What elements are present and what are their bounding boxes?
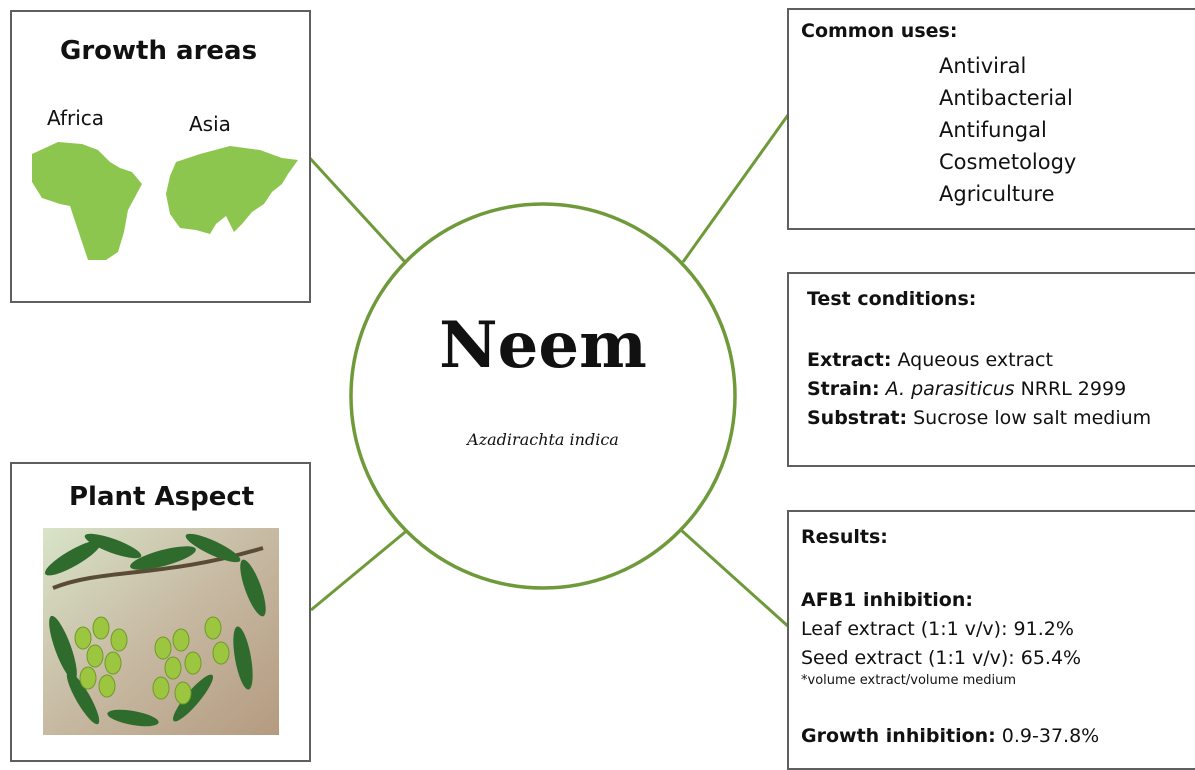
test-conditions-box: Test conditions: Extract: Aqueous extrac…: [787, 272, 1195, 467]
strain-species: A. parasiticus: [879, 378, 1015, 400]
substrate-value: Sucrose low salt medium: [907, 407, 1152, 429]
growth-map: [32, 142, 298, 260]
africa-map-shape: [32, 142, 142, 260]
substrate-label: Substrat:: [807, 407, 908, 429]
use-item: Antifungal: [939, 118, 1047, 142]
connector-plant-aspect: [310, 526, 411, 612]
use-item: Agriculture: [939, 182, 1055, 206]
use-item: Antiviral: [939, 54, 1027, 78]
results-title: Results:: [801, 526, 888, 548]
seed-extract-result: Seed extract (1:1 v/v): 65.4%: [801, 647, 1082, 669]
afb1-section: AFB1 inhibition: Leaf extract (1:1 v/v):…: [801, 586, 1081, 688]
volume-footnote: *volume extract/volume medium: [801, 673, 1017, 688]
connector-common-uses: [681, 114, 790, 263]
test-conditions-details: Extract: Aqueous extract Strain: A. para…: [807, 346, 1151, 433]
region-label-africa: Africa: [47, 106, 105, 130]
growth-inhibition-line: Growth inhibition: 0.9-37.8%: [801, 722, 1099, 751]
growth-areas-box: Growth areas Africa Asia: [10, 10, 311, 303]
center-title: Neem: [439, 308, 647, 383]
connector-results: [679, 528, 792, 630]
strain-id: NRRL 2999: [1014, 378, 1127, 400]
asia-map-shape: [166, 146, 298, 234]
strain-line: Strain: A. parasiticus NRRL 2999: [807, 375, 1151, 404]
growth-areas-title: Growth areas: [60, 36, 258, 66]
strain-label: Strain:: [807, 378, 880, 400]
test-conditions-title: Test conditions:: [807, 288, 977, 310]
plant-aspect-box: Plant Aspect: [10, 462, 311, 762]
extract-line: Extract: Aqueous extract: [807, 346, 1151, 375]
extract-label: Extract:: [807, 349, 892, 371]
center-circle: [349, 202, 737, 590]
scientific-name: Azadirachta indica: [467, 430, 619, 449]
region-label-asia: Asia: [189, 112, 231, 136]
growth-inhibition-label: Growth inhibition:: [801, 725, 996, 747]
connector-growth-areas: [305, 153, 407, 264]
common-uses-title: Common uses:: [801, 20, 958, 42]
neem-plant-image: [43, 528, 279, 735]
afb1-label: AFB1 inhibition:: [801, 589, 973, 611]
use-item: Cosmetology: [939, 150, 1077, 174]
growth-inhibition-value: 0.9-37.8%: [995, 725, 1100, 747]
plant-aspect-title: Plant Aspect: [69, 482, 255, 512]
common-uses-list: Antiviral Antibacterial Antifungal Cosme…: [939, 50, 1076, 210]
common-uses-box: Common uses: Antiviral Antibacterial Ant…: [787, 8, 1195, 230]
results-box: Results: AFB1 inhibition: Leaf extract (…: [787, 510, 1195, 770]
use-item: Antibacterial: [939, 86, 1073, 110]
substrate-line: Substrat: Sucrose low salt medium: [807, 404, 1151, 433]
leaf-extract-result: Leaf extract (1:1 v/v): 91.2%: [801, 618, 1074, 640]
extract-value: Aqueous extract: [891, 349, 1053, 371]
